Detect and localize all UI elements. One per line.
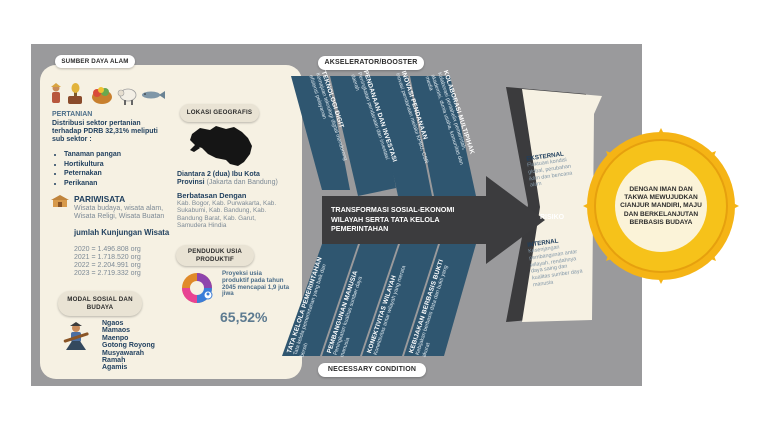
social-capital-values: Ngaos Mamaos Maenpo Gotong Royong Musyaw… (102, 320, 172, 372)
top-bone-4 (410, 76, 476, 196)
geography-border-description: Kab. Bogor, Kab. Purwakarta, Kab. Sukabu… (177, 200, 277, 229)
top-bone-1 (291, 76, 350, 190)
list-item: 2022 = 2.204.991 org (74, 262, 141, 269)
list-item: Agamis (102, 364, 128, 372)
internal-risk-description: Kesenjangan pembangunan antar wilayah, r… (527, 244, 583, 289)
list-item: Peternakan (64, 169, 174, 179)
musician-icon (63, 322, 89, 350)
geography-location-bold: Diantara 2 (dua) Ibu Kota Provinsi (177, 171, 260, 187)
list-item: Hortikultura (64, 160, 174, 170)
sheep-icon (117, 88, 137, 105)
bottom-bone-4 (404, 244, 476, 356)
natural-resources-title: SUMBER DAYA ALAM (55, 55, 135, 68)
crops-icon (68, 83, 82, 104)
list-item: 2020 = 1.496.808 org (74, 246, 141, 253)
population-description: Proyeksi usia produktif pada tahun 2045 … (222, 270, 290, 298)
top-bone-3 (372, 76, 432, 196)
tourism-description: Wisata budaya, wisata alam, Wisata Relig… (74, 205, 165, 220)
geography-title: LOKASI GEOGRAFIS (180, 104, 259, 122)
spine-label: TRANSFORMASI SOSIAL-EKONOMI WILAYAH SERT… (331, 205, 455, 233)
cianjur-map-icon (190, 126, 252, 166)
population-title-text: PENDUDUK USIA PRODUKTIF (187, 247, 243, 263)
tourism-visits-title: jumlah Kunjungan Wisata (74, 228, 170, 237)
list-item: Perikanan (64, 179, 174, 189)
list-item: 2021 = 1.718.520 org (74, 254, 141, 261)
natural-resources-icons (51, 83, 165, 105)
population-pie-icon (182, 273, 213, 303)
list-item: Ngaos (102, 320, 124, 327)
agriculture-description: Distribusi sektor pertanian terhadap PDR… (52, 120, 158, 143)
population-title: PENDUDUK USIA PRODUKTIF (176, 245, 254, 266)
context-panel (40, 65, 302, 379)
external-risk: EKSTERNAL Fluktuasi kondisi global, peru… (526, 149, 582, 190)
list-item: Maenpo (102, 334, 129, 342)
list-item: Ramah (102, 357, 126, 365)
list-item: Musyawarah (102, 349, 145, 357)
geography-border-title: Berbatasan Dengan (177, 191, 247, 200)
population-percent: 65,52% (220, 309, 268, 325)
risk-panel (522, 89, 602, 322)
accelerator-label: AKSELERATOR/BOOSTER (318, 56, 424, 70)
vegetables-icon (92, 87, 112, 104)
list-item: Mamaos (102, 327, 131, 335)
tourism-visits-list: 2020 = 1.496.808 org 2021 = 1.718.520 or… (74, 246, 184, 278)
spine-arrow (322, 176, 545, 264)
internal-risk: INTERNAL Kesenjangan pembangunan antar w… (527, 235, 585, 290)
list-item: 2023 = 2.719.332 org (74, 270, 141, 277)
vision-statement: DENGAN IMAN DAN TAKWA MEWUJUDKAN CIANJUR… (620, 186, 702, 226)
list-item: Gotong Royong (102, 342, 155, 350)
geography-location: Diantara 2 (dua) Ibu Kota Provinsi (Jaka… (177, 171, 289, 187)
necessary-condition-label: NECESSARY CONDITION (318, 363, 426, 377)
social-capital-title: MODAL SOSIAL DAN BUDAYA (58, 291, 142, 316)
bottom-bone-3 (362, 244, 438, 356)
list-item: Tanaman pangan (64, 150, 174, 160)
geography-location-detail: (Jakarta dan Bandung) (206, 179, 278, 187)
farmer-icon (51, 83, 61, 103)
agriculture-title: PERTANIAN (52, 111, 93, 118)
temple-icon (51, 195, 69, 207)
social-capital-title-text: MODAL SOSIAL DAN BUDAYA (67, 295, 133, 311)
bottom-bone-1 (282, 244, 358, 356)
bottom-bone-2 (322, 244, 398, 356)
agriculture-subsector-list: Tanaman pangan Hortikultura Peternakan P… (54, 150, 174, 188)
risk-label: RISIKO (540, 214, 565, 221)
fish-icon (142, 91, 165, 99)
sun-icon (583, 128, 739, 284)
tourism-title: PARIWISATA (74, 194, 126, 204)
